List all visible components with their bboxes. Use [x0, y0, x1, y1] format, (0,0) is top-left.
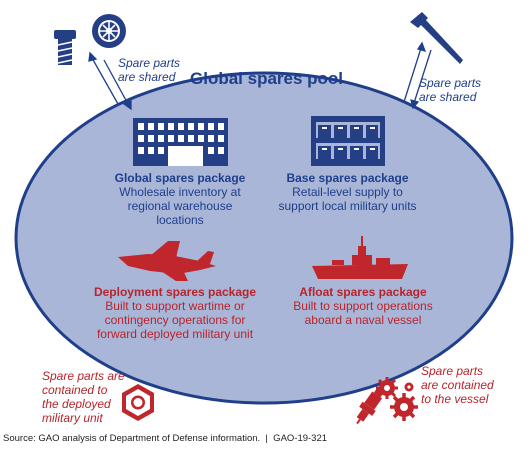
deployment-package: Deployment spares package Built to suppo… — [80, 285, 270, 341]
wheel-icon — [92, 14, 126, 48]
source-note: Source: GAO analysis of Department of De… — [3, 433, 328, 444]
note-bottom-right: Spare parts are contained to the vessel — [421, 364, 494, 406]
base-package: Base spares package Retail-level supply … — [265, 171, 430, 213]
pool-title: Global spares pool — [190, 69, 344, 88]
global-package-title: Global spares package — [114, 171, 246, 185]
hex-nut-icon — [122, 384, 154, 421]
afloat-package-title: Afloat spares package — [299, 285, 427, 299]
shelves-icon — [311, 116, 385, 166]
screw-icon — [54, 30, 76, 65]
warehouse-icon — [133, 118, 228, 166]
jet-icon — [118, 241, 216, 281]
afloat-package: Afloat spares package Built to support o… — [283, 285, 443, 327]
ship-icon — [312, 236, 408, 279]
global-package: Global spares package Wholesale inventor… — [100, 171, 260, 227]
base-package-title: Base spares package — [286, 171, 409, 185]
gears-icon — [376, 377, 418, 421]
note-bottom-left: Spare parts are contained to the deploye… — [42, 369, 125, 425]
nail-icon — [410, 12, 463, 64]
global-pool-ellipse — [14, 71, 514, 405]
deployment-package-title: Deployment spares package — [93, 285, 257, 299]
spark-plug-icon — [356, 387, 384, 425]
note-top-left: Spare parts are shared — [118, 56, 181, 84]
shared-arrows-right — [403, 41, 432, 110]
note-top-right: Spare parts are shared — [419, 76, 482, 104]
shared-arrows-left — [88, 51, 132, 111]
